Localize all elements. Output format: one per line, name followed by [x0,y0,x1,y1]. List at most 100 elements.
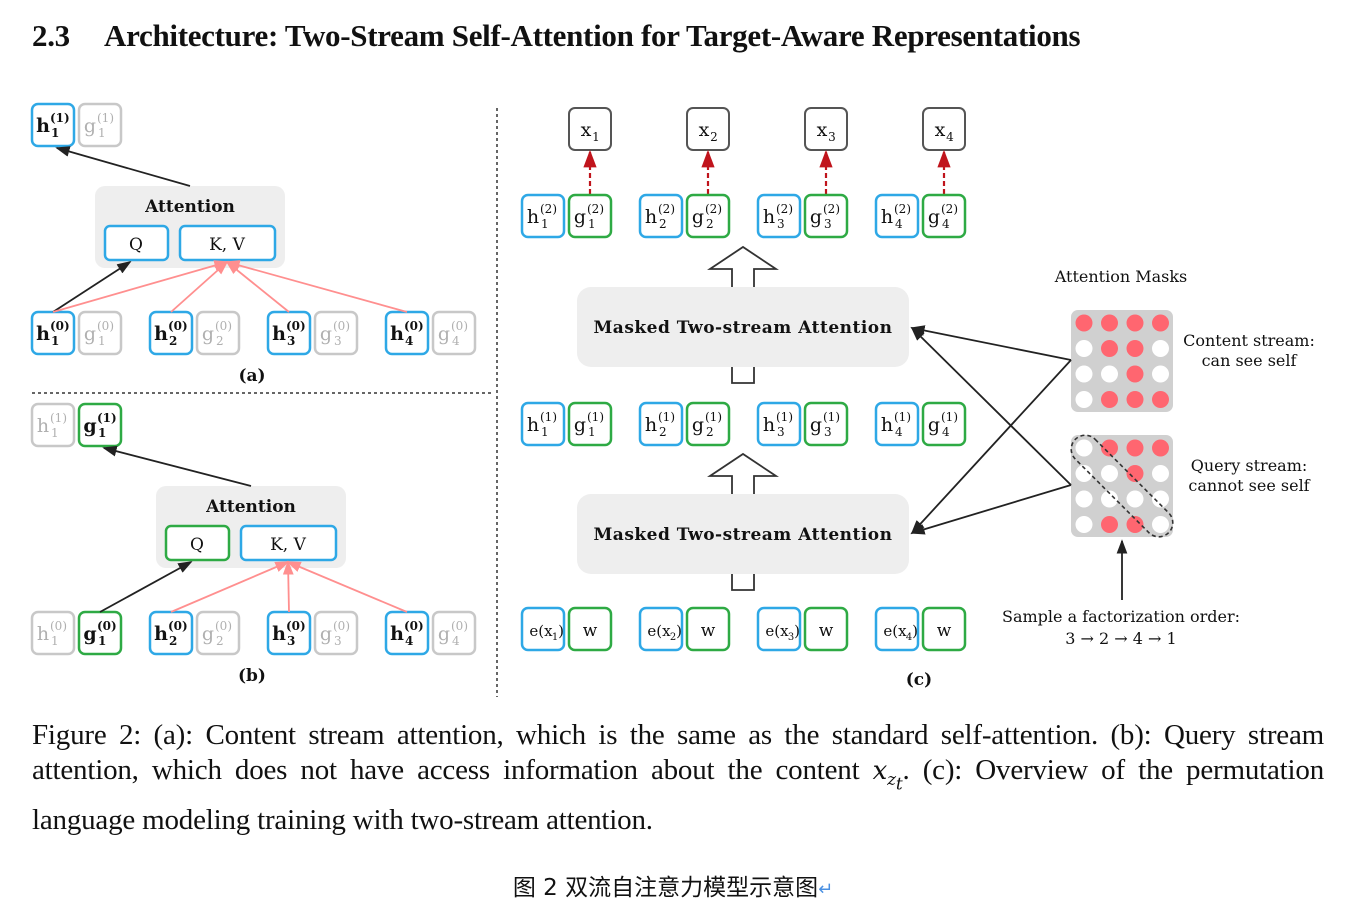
hollow-arrow-icon [707,452,779,494]
token-symbol: h [36,323,50,345]
token-superscript: (1) [658,410,675,424]
panel-label: (b) [238,666,266,686]
token-symbol: g [320,623,332,645]
token-border [567,401,613,447]
token-border [921,401,967,447]
token-symbol: h [645,206,657,228]
token-symbol: h [154,323,168,345]
token-symbol: h [390,623,404,645]
token-border [77,402,123,448]
token-superscript: (1) [50,111,70,125]
return-mark-icon: ↵ [818,879,834,900]
masked-attention-block-lower [577,494,909,574]
token-subscript: 2 [216,634,224,648]
token-symbol: h [36,115,50,137]
token-border [756,401,802,447]
mask-cell-hidden [1075,490,1093,508]
token-border [30,402,76,448]
token-subscript: 1 [588,217,596,231]
token-symbol: h [527,206,539,228]
token-superscript: (1) [50,411,67,425]
query-label: Q [190,535,204,555]
token-superscript: (0) [404,619,424,633]
query-box [164,524,231,562]
token-subscript: 1 [98,426,106,440]
mask-cell-hidden [1152,465,1169,482]
token-subscript: 3 [287,334,295,348]
embedding-border [756,606,802,652]
token-subscript: 4 [895,217,903,231]
token-subscript: 4 [452,334,460,348]
token-superscript: (0) [333,619,350,633]
token-symbol: g [438,323,450,345]
token-symbol: g [692,206,704,228]
token-superscript: (2) [540,202,557,216]
embedding-label: e(x [647,622,671,640]
attention-title: Attention [144,197,235,217]
token-superscript: (1) [97,411,117,425]
key-value-arrow [225,260,408,313]
key-value-arrow [170,561,290,613]
token-superscript: (2) [658,202,675,216]
mask-caption: cannot see self [1188,476,1310,495]
token-symbol: h [881,206,893,228]
query-init-label: w [583,621,598,641]
token-subscript: 1 [98,634,106,648]
token-symbol: h [881,414,893,436]
token-border [803,401,849,447]
output-arrow [102,445,252,487]
target-subscript: 2 [710,130,718,144]
mask-cell-visible [1126,465,1144,482]
token-symbol: g [810,414,822,436]
token-border [77,310,123,356]
output-arrow [55,146,191,187]
mask-cell-hidden [1126,490,1144,508]
token-symbol: h [763,206,775,228]
token-symbol: g [574,206,586,228]
token-superscript: (2) [776,202,793,216]
token-subscript: 2 [169,334,177,348]
key-value-box [178,224,277,262]
mask-cell-hidden [1075,439,1093,457]
token-symbol: h [390,323,404,345]
token-symbol: h [154,623,168,645]
token-subscript: 1 [51,634,59,648]
masks-title: Attention Masks [1054,267,1188,286]
token-superscript: (0) [168,319,188,333]
panel-label: (c) [906,670,932,690]
diagonal-highlight [1070,434,1174,538]
query-init-token: w [567,606,613,652]
token-subscript: 4 [405,334,413,348]
key-value-label: K, V [209,235,246,255]
token-subscript: 3 [824,217,832,231]
masked-attention-label: Masked Two-stream Attention [593,318,892,338]
query-init-token: w [803,606,849,652]
token-symbol: h [272,623,286,645]
mask-cell-hidden [1075,516,1093,533]
mask-arrow [910,359,1072,535]
mask-cell-visible [1126,340,1144,357]
token-superscript: (0) [451,619,468,633]
token-subscript: 1 [541,425,549,439]
token-superscript: (0) [333,319,350,333]
masked-attention-label: Masked Two-stream Attention [593,525,892,545]
token-symbol: g [83,623,96,645]
token-symbol: g [202,623,214,645]
token-superscript: (2) [587,202,604,216]
token-border [638,193,684,239]
hollow-arrow-tail-icon [731,367,755,384]
token-symbol: h [763,414,775,436]
embedding-paren: ) [676,622,682,640]
